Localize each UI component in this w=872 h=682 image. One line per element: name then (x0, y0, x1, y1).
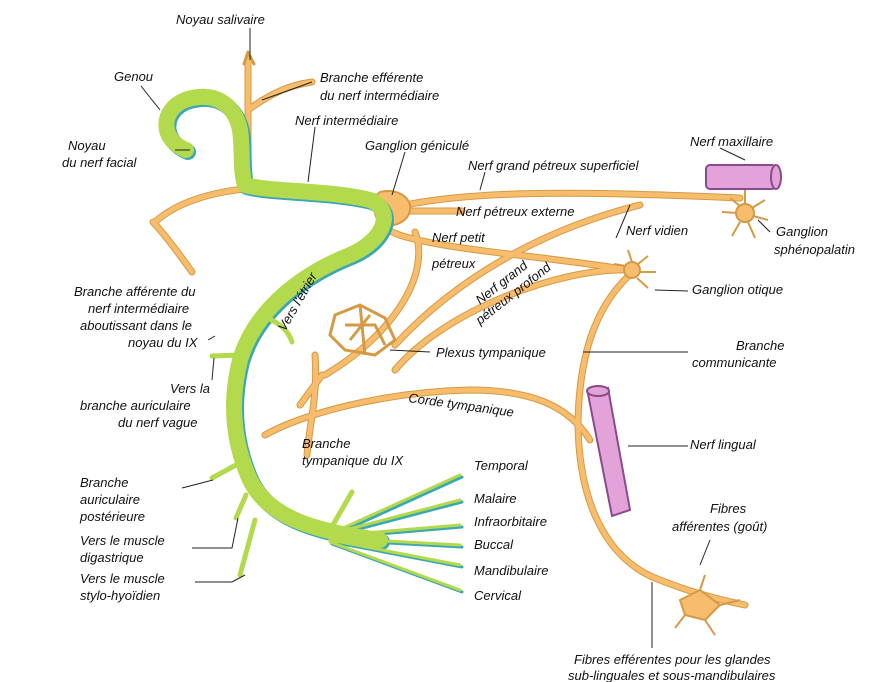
label-branche-auriculaire-posterieure: Branche (80, 475, 128, 490)
label-noyau-facial: Noyau (68, 138, 106, 153)
label-nerf-vidien: Nerf vidien (626, 223, 688, 238)
label-petreux: pétreux (431, 256, 476, 271)
label-branche-auriculaire-posterieure-line3: postérieure (79, 509, 145, 524)
label-vers-la-line3: du nerf vague (118, 415, 198, 430)
label-ganglion-sphenopalatin-line2: sphénopalatin (774, 242, 855, 257)
label-noyau-facial-line2: du nerf facial (62, 155, 138, 170)
label-branche-communicante-line2: communicante (692, 355, 777, 370)
label-branche-efferente-line2: du nerf intermédiaire (320, 88, 439, 103)
label-nerf-petit: Nerf petit (432, 230, 486, 245)
label-fibres-efferentes: Fibres efférentes pour les glandes (574, 652, 771, 667)
label-vers-la-line2: branche auriculaire (80, 398, 191, 413)
nerf-lingual-shape (587, 386, 630, 516)
label-genou: Genou (114, 69, 153, 84)
label-branche-tympanique: Branche (302, 436, 350, 451)
label-mandibulaire: Mandibulaire (474, 563, 548, 578)
label-petreux-externe: Nerf pétreux externe (456, 204, 575, 219)
label-branche-communicante: Branche (736, 338, 784, 353)
label-branche-afferente: Branche afférente du (74, 284, 195, 299)
label-vers-la: Vers la (170, 381, 210, 396)
label-plexus-tympanique: Plexus tympanique (436, 345, 546, 360)
label-vers-stylo-hyoidien: Vers le muscle (80, 571, 165, 586)
label-nerf-intermediaire: Nerf intermédiaire (295, 113, 398, 128)
label-fibres-efferentes-line2: sub-linguales et sous-mandibulaires (568, 668, 776, 682)
label-nerf-maxillaire: Nerf maxillaire (690, 134, 773, 149)
label-vers-stylo-hyoidien-line2: stylo-hyoïdien (80, 588, 160, 603)
label-buccal: Buccal (474, 537, 514, 552)
label-grand-petreux-superficiel: Nerf grand pétreux superficiel (468, 158, 640, 173)
label-branche-afferente-line3: aboutissant dans le (80, 318, 192, 333)
label-infraorbitaire: Infraorbitaire (474, 514, 547, 529)
label-branche-afferente-line4: noyau du IX (128, 335, 199, 350)
label-cervical: Cervical (474, 588, 522, 603)
label-vers-digastrique: Vers le muscle (80, 533, 165, 548)
label-branche-tympanique-line2: tympanique du IX (302, 453, 405, 468)
nerf-maxillaire-shape (706, 165, 781, 189)
label-nerf-lingual: Nerf lingual (690, 437, 757, 452)
label-branche-efferente: Branche efférente (320, 70, 423, 85)
label-ganglion-genicule: Ganglion géniculé (365, 138, 469, 153)
label-vers-digastrique-line2: digastrique (80, 550, 144, 565)
label-branche-auriculaire-posterieure-line2: auriculaire (80, 492, 140, 507)
label-branche-afferente-line2: nerf intermédiaire (88, 301, 189, 316)
label-noyau-salivaire: Noyau salivaire (176, 12, 265, 27)
label-fibres-afferentes: Fibres (710, 501, 747, 516)
label-temporal: Temporal (474, 458, 529, 473)
label-malaire: Malaire (474, 491, 517, 506)
label-ganglion-otique: Ganglion otique (692, 282, 783, 297)
label-fibres-afferentes-line2: afférentes (goût) (672, 519, 767, 534)
label-ganglion-sphenopalatin: Ganglion (776, 224, 828, 239)
